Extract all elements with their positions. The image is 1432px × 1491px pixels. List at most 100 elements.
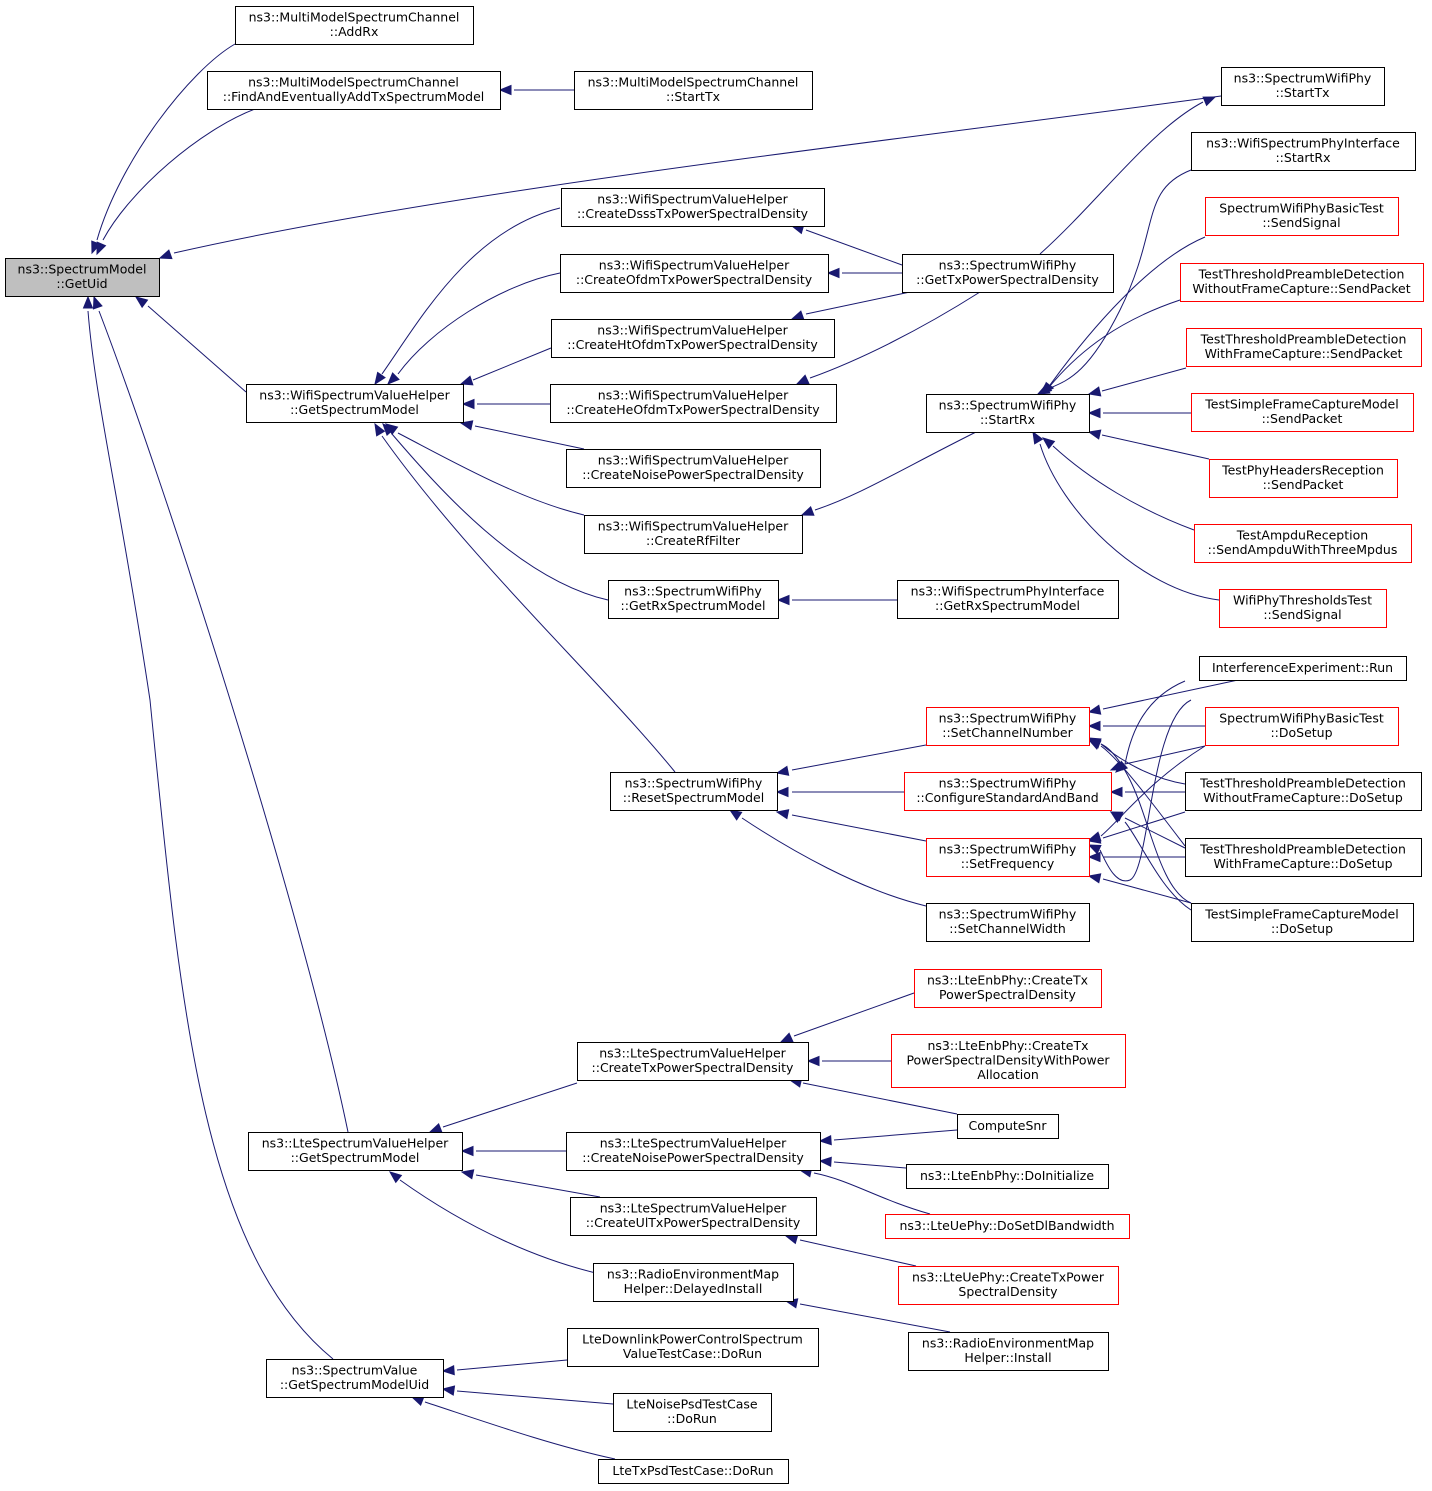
node-box [914, 969, 1102, 1008]
node-label: ns3::WifiSpectrumPhyInterface [1206, 136, 1400, 151]
node-wsvh-dsss[interactable]: ns3::WifiSpectrumValueHelper::CreateDsss… [561, 188, 825, 227]
node-box [566, 1132, 821, 1171]
node-ltxpsd-dorun[interactable]: LteTxPsdTestCase::DoRun [598, 1459, 789, 1484]
call-edge [1087, 699, 1192, 882]
node-box [1205, 707, 1399, 746]
node-lsvh-getsm[interactable]: ns3::LteSpectrumValueHelper::GetSpectrum… [248, 1132, 463, 1171]
arrowhead [498, 84, 512, 96]
node-box [266, 1359, 444, 1398]
node-tphr-sendpacket[interactable]: TestPhyHeadersReception::SendPacket [1209, 459, 1398, 498]
node-box [906, 1164, 1109, 1189]
node-lep-createtx[interactable]: ns3::LteEnbPhy::CreateTxPowerSpectralDen… [914, 969, 1102, 1008]
node-box [891, 1034, 1126, 1088]
node-swpbt-sendsignal[interactable]: SpectrumWifiPhyBasicTest::SendSignal [1205, 197, 1399, 236]
call-edge [1087, 738, 1192, 904]
node-lup-createtx[interactable]: ns3::LteUePhy::CreateTxPowerSpectralDens… [898, 1266, 1119, 1305]
arrowhead [388, 1171, 403, 1184]
node-swp-startrx[interactable]: ns3::SpectrumWifiPhy::StartRx [926, 394, 1090, 433]
arrowhead [1087, 739, 1102, 750]
node-label: ns3::LteSpectrumValueHelper [600, 1201, 787, 1216]
arrowhead [459, 420, 474, 431]
node-label: ::AddRx [330, 24, 379, 39]
call-edge [1087, 367, 1187, 397]
node-swp-setchw[interactable]: ns3::SpectrumWifiPhy::SetChannelWidth [926, 903, 1090, 942]
node-swp-setchnum[interactable]: ns3::SpectrumWifiPhy::SetChannelNumber [926, 707, 1090, 746]
arrowhead [459, 375, 474, 386]
arrowhead [441, 1385, 456, 1396]
node-lsvh-createtx[interactable]: ns3::LteSpectrumValueHelper::CreateTxPow… [577, 1042, 809, 1081]
node-swp-starttx[interactable]: ns3::SpectrumWifiPhy::StartTx [1221, 67, 1385, 106]
node-swp-getrxsm[interactable]: ns3::SpectrumWifiPhy::GetRxSpectrumModel [608, 580, 779, 619]
node-ttpd-wo-sendpacket[interactable]: TestThresholdPreambleDetectionWithoutFra… [1180, 263, 1424, 302]
node-computesnr[interactable]: ComputeSnr [957, 1114, 1059, 1139]
node-label: ::FindAndEventuallyAddTxSpectrumModel [223, 89, 485, 104]
node-swp-resetsm[interactable]: ns3::SpectrumWifiPhy::ResetSpectrumModel [610, 772, 778, 811]
node-wsvh-getsm[interactable]: ns3::WifiSpectrumValueHelper::GetSpectru… [246, 384, 464, 423]
node-swpbt-dosetup[interactable]: SpectrumWifiPhyBasicTest::DoSetup [1205, 707, 1399, 746]
node-lep-createtx-pa[interactable]: ns3::LteEnbPhy::CreateTxPowerSpectralDen… [891, 1034, 1126, 1088]
call-edge [441, 1385, 614, 1405]
node-box [1180, 263, 1424, 302]
node-sv-getsmuid[interactable]: ns3::SpectrumValue::GetSpectrumModelUid [266, 1359, 444, 1398]
node-swp-cfgstd[interactable]: ns3::SpectrumWifiPhy::ConfigureStandardA… [904, 772, 1112, 811]
call-edge [410, 1396, 616, 1460]
node-box [608, 580, 779, 619]
arrowhead [1109, 811, 1124, 823]
call-edge [459, 347, 552, 386]
node-box [560, 254, 829, 293]
node-box [1185, 838, 1422, 877]
node-label: ::GetUid [56, 276, 107, 291]
call-edge [818, 1129, 958, 1146]
node-label: ns3::SpectrumWifiPhy [939, 842, 1077, 857]
node-wspi-startrx[interactable]: ns3::WifiSpectrumPhyInterface::StartRx [1191, 132, 1416, 171]
node-tsfcm-sendpacket[interactable]: TestSimpleFrameCaptureModel::SendPacket [1191, 393, 1414, 432]
node-wsvh-noise[interactable]: ns3::WifiSpectrumValueHelper::CreateNois… [566, 449, 821, 488]
node-swp-setfreq[interactable]: ns3::SpectrumWifiPhy::SetFrequency [926, 838, 1090, 877]
call-edge [134, 296, 247, 393]
node-ie-run[interactable]: InterferenceExperiment::Run [1199, 656, 1407, 681]
node-ttpd-w-dosetup[interactable]: TestThresholdPreambleDetectionWithFrameC… [1185, 838, 1422, 877]
node-label: ::SendPacket [1262, 411, 1343, 426]
node-wsvh-ht[interactable]: ns3::WifiSpectrumValueHelper::CreateHtOf… [551, 319, 835, 358]
node-wsvh-rf[interactable]: ns3::WifiSpectrumValueHelper::CreateRfFi… [584, 515, 803, 554]
node-label: ::CreateRfFilter [646, 533, 741, 548]
node-wspi-getrxsm[interactable]: ns3::WifiSpectrumPhyInterface::GetRxSpec… [897, 580, 1119, 619]
node-label: WithFrameCapture::DoSetup [1213, 856, 1392, 871]
node-ttpd-w-sendpacket[interactable]: TestThresholdPreambleDetectionWithFrameC… [1186, 328, 1422, 367]
node-ldpc-dorun[interactable]: LteDownlinkPowerControlSpectrumValueTest… [567, 1328, 819, 1367]
node-label: ::StartRx [1275, 150, 1330, 165]
node-box [613, 1393, 772, 1432]
arrowhead [374, 371, 386, 386]
node-mmsc-find[interactable]: ns3::MultiModelSpectrumChannel::FindAndE… [207, 71, 501, 110]
node-ttpd-wo-dosetup[interactable]: TestThresholdPreambleDetectionWithoutFra… [1185, 772, 1422, 811]
node-remh-delayed[interactable]: ns3::RadioEnvironmentMapHelper::DelayedI… [593, 1263, 794, 1302]
arrowhead [1202, 96, 1217, 107]
node-label: ::ResetSpectrumModel [623, 790, 764, 805]
node-swp-gettxpsd[interactable]: ns3::SpectrumWifiPhy::GetTxPowerSpectral… [902, 254, 1114, 293]
node-tsfcm-dosetup[interactable]: TestSimpleFrameCaptureModel::DoSetup [1191, 903, 1414, 942]
arrowhead [1087, 407, 1101, 419]
arrowhead [775, 809, 790, 820]
call-edge [92, 295, 349, 1133]
node-wsvh-he[interactable]: ns3::WifiSpectrumValueHelper::CreateHeOf… [550, 384, 837, 423]
node-mmsc-addrx[interactable]: ns3::MultiModelSpectrumChannel::AddRx [235, 6, 474, 45]
call-edge [441, 1359, 568, 1376]
node-label: ns3::WifiSpectrumValueHelper [599, 258, 790, 273]
node-lnpsd-dorun[interactable]: LteNoisePsdTestCase::DoRun [613, 1393, 772, 1432]
node-label: ns3::SpectrumModel [18, 262, 147, 277]
node-mmsc-starttx[interactable]: ns3::MultiModelSpectrumChannel::StartTx [574, 71, 813, 110]
arrowhead [1032, 430, 1044, 445]
node-lup-dosetdlbw[interactable]: ns3::LteUePhy::DoSetDlBandwidth [885, 1214, 1130, 1239]
node-label: ns3::WifiSpectrumValueHelper [598, 453, 789, 468]
node-lsvh-ultx[interactable]: ns3::LteSpectrumValueHelper::CreateUlTxP… [570, 1197, 817, 1236]
node-label: LteDownlinkPowerControlSpectrum [582, 1332, 803, 1347]
node-lsvh-noise[interactable]: ns3::LteSpectrumValueHelper::CreateNoise… [566, 1132, 821, 1171]
node-wsvh-ofdm[interactable]: ns3::WifiSpectrumValueHelper::CreateOfdm… [560, 254, 829, 293]
node-wptt-sendsignal[interactable]: WifiPhyThresholdsTest::SendSignal [1219, 589, 1387, 628]
node-lep-doinit[interactable]: ns3::LteEnbPhy::DoInitialize [906, 1164, 1109, 1189]
node-label: ns3::WifiSpectrumValueHelper [259, 388, 450, 403]
node-tar-send3[interactable]: TestAmpduReception::SendAmpduWithThreeMp… [1194, 524, 1412, 563]
node-label: TestSimpleFrameCaptureModel [1204, 907, 1398, 922]
node-root[interactable]: ns3::SpectrumModel::GetUid [5, 258, 160, 297]
